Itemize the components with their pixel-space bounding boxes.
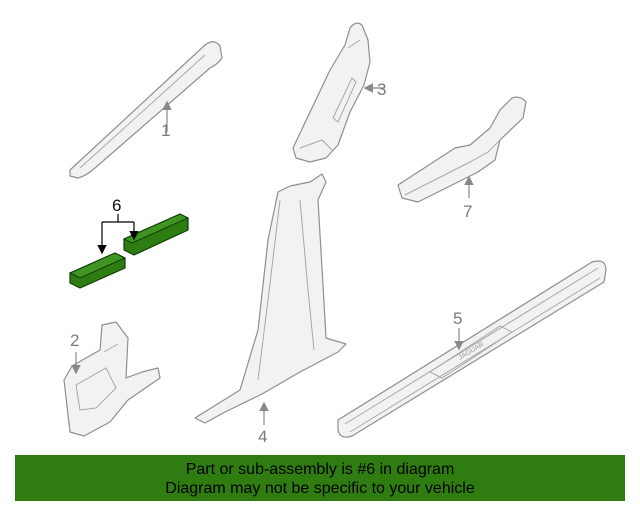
part-3-b-pillar-upper-trim: 3 — [292, 22, 386, 163]
part-1-a-pillar-trim: 1 — [69, 41, 223, 179]
part-6-sill-plates: 6 — [68, 196, 190, 289]
part-7-rear-quarter-trim: 7 — [397, 96, 527, 221]
callout-7: 7 — [463, 202, 472, 221]
part-2-kick-panel-trim: 2 — [63, 321, 161, 437]
callout-2: 2 — [70, 331, 79, 350]
banner-line-1: Part or sub-assembly is #6 in diagram — [185, 461, 455, 478]
info-banner: Part or sub-assembly is #6 in diagram Di… — [15, 455, 625, 501]
callout-1: 1 — [161, 121, 170, 140]
banner-line-2: Diagram may not be specific to your vehi… — [165, 480, 475, 497]
callout-5: 5 — [453, 309, 462, 328]
part-4-b-pillar-lower-trim: 4 — [194, 173, 347, 446]
callout-4: 4 — [258, 427, 267, 446]
parts-diagram: 1 3 7 6 4 — [63, 22, 607, 446]
callout-6: 6 — [112, 196, 121, 215]
callout-3: 3 — [377, 80, 386, 99]
part-5-sill-tread-plate: JAGUAR 5 — [337, 260, 607, 438]
